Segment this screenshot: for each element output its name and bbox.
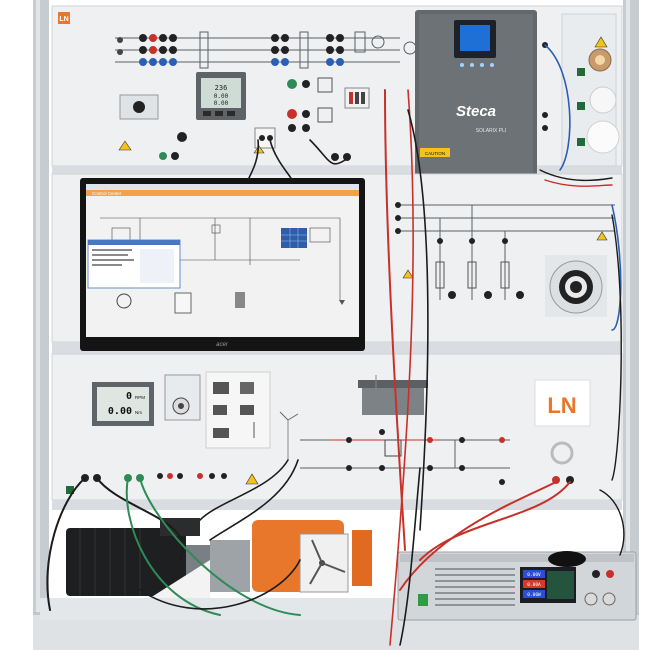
patch-cables [46,44,625,646]
rpm-value: 0 [126,391,132,402]
house-model [362,385,424,415]
solar-panel-icon [281,228,307,248]
power-switch [418,594,428,606]
meter-reading-3: 0.00 [214,100,229,107]
meter-reading-1: 236 [215,84,228,92]
energy-meter: 236 0.00 0.00 [196,72,246,120]
psu-voltage: 0.00V [527,572,541,578]
inverter-caution-label: CAUTION [425,151,445,156]
dc-power-supply: 0.00V 0.00A 0.00W [397,551,637,621]
brand-badge [58,12,70,24]
torque-value: 0.00 [108,406,132,417]
monitor-app-title: Control Center [92,191,122,196]
meter-reading-2: 0.00 [214,93,229,100]
brand-badge-text: LN [59,16,68,23]
solar-hybrid-inverter: Steca SOLARIX PLI CAUTION [415,10,537,194]
monitor: Control Center acer [80,178,365,351]
motor-generator-bench [40,518,400,620]
panel-wind-drive: 0 RPM 0.00 Nm LN [51,353,623,510]
inverter-brand: Steca [456,103,496,120]
psu-power: 0.00W [527,592,541,598]
rpm-unit: RPM [135,395,145,400]
psu-current: 0.00A [527,582,541,588]
computer-mouse [548,551,586,567]
terminal-sockets-row-1 [117,34,344,66]
lamp-loads [542,13,620,167]
servo-motor [66,528,186,596]
ln-logo: LN [547,393,576,418]
monitor-brand: acer [216,342,229,348]
panel-controls-row-1: LN [58,12,370,161]
torque-unit: Nm [135,410,142,415]
inverter-model: SOLARIX PLI [476,128,507,134]
